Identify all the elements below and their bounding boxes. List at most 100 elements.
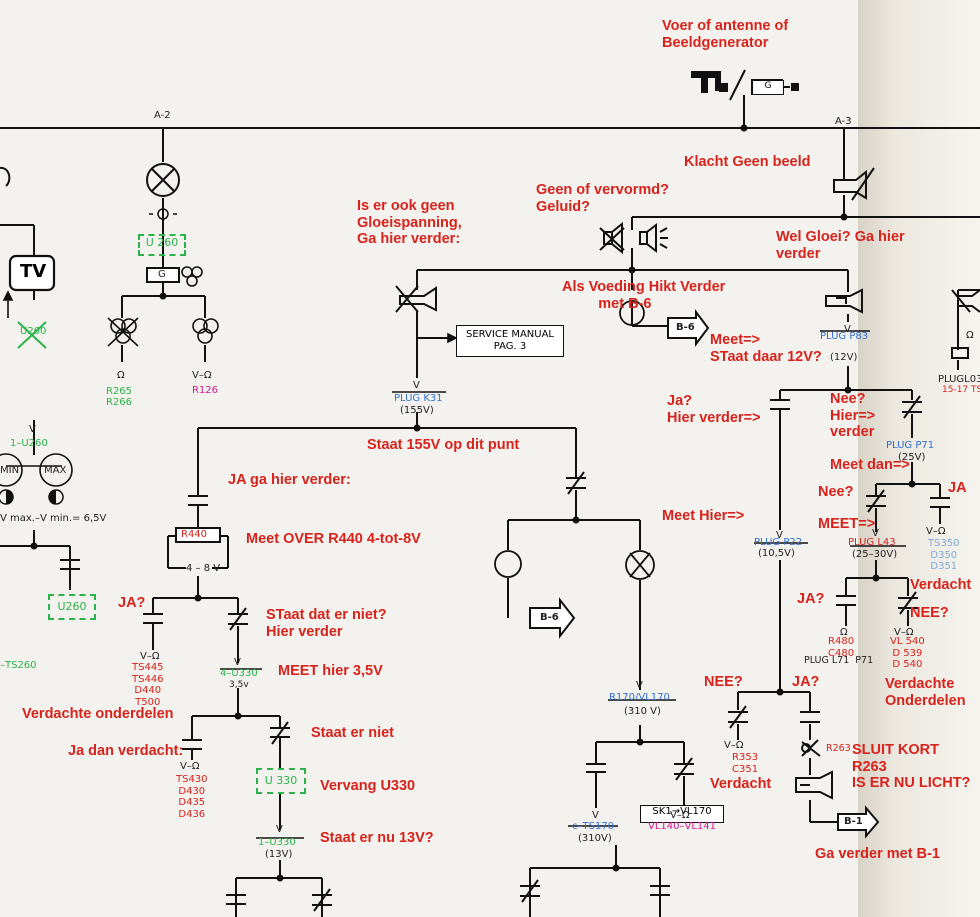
generator-box-label: G [764,81,772,91]
ja-ga-note: JA ga hier verder: [228,472,351,488]
v-u330b-label: V [276,824,283,835]
r480-group-label: R480 C480 [828,636,855,659]
voer-antenne-note: Voer of antenne of Beeldgenerator [662,18,789,51]
meet-dan-note: Meet dan=> [830,457,910,473]
ja-mid-note: JA? [792,674,820,690]
b6-arrow-label: B-6 [676,322,695,333]
r440-range-label: 4 – 8 V [186,563,221,574]
vl140-label: VL140–VL141 [648,821,716,832]
plug-k31-label: PLUG K31 [394,393,443,404]
plug-l03-sub-label: 15-17 TS [942,385,980,395]
sluit-kort-note: SLUIT KORT R263 IS ER NU LICHT? [852,742,971,792]
l43-voltage-label: (25–30V) [852,549,898,560]
vmax-vmin-label: V max.–V min.= 6,5V [0,513,107,524]
sk1-vl170-box: SK1→VL170 [640,805,724,823]
u260-label: U260 [20,326,47,337]
v-p22-label: V [776,530,783,541]
u330-box: U 330 [256,768,306,794]
klacht-note: Klacht Geen beeld [684,154,811,170]
meet-hier-note: Meet Hier=> [662,508,745,524]
ga-b1-note: Ga verder met B-1 [815,846,940,862]
u260-box2: U260 [48,594,96,620]
page-fold-shadow [858,0,980,917]
plug-l43-label: PLUG L43 [848,537,896,548]
vervang-u330-note: Vervang U330 [320,778,416,794]
r126-label: R126 [192,385,219,396]
p83-voltage-label: (12V) [830,352,858,363]
sk1-vl170-label: SK1→VL170 [652,806,712,817]
omega1-label: Ω [117,370,125,381]
colour-icon [107,266,219,347]
gloeispanning-note: Is er ook geen Gloeispanning, Ga hier ve… [357,198,462,248]
ja-q-left-note: JA? [118,595,146,611]
nee-mid-note: NEE? [704,674,743,690]
r353-group-label: R353 C351 [732,752,759,775]
ts430-group-label: TS430 D430 D435 D436 [176,774,208,820]
staat-13v-note: Staat er nu 13V? [320,830,434,846]
plug-p71-label: PLUG P71 [886,440,935,451]
r170-vl170-label: R170/VL170 [609,692,670,703]
plug-l71-label: PLUG L71 P71 [804,655,874,666]
plug-p22-label: PLUG P22 [754,537,803,548]
geen-geluid-note: Geen of vervormd? Geluid? [536,182,669,215]
meet-r440-note: Meet OVER R440 4-tot-8V [246,531,421,547]
verdachte-onderdelen-right-note: Verdachte Onderdelen [885,676,966,709]
nee-right-note: NEE? [910,605,949,621]
k31-voltage-label: (155V) [400,405,434,416]
service-manual-box: SERVICE MANUAL PAG. 3 [456,325,564,357]
v-omega3-label: V–Ω [180,761,200,772]
omega3-label: Ω [966,330,974,341]
ts170-voltage-label: (310V) [578,833,612,844]
ja-dan-verdacht-note: Ja dan verdacht: [68,743,184,759]
v-plugk31-label: V [413,380,420,391]
verdacht-mid-note: Verdacht [710,776,772,792]
one-u260-label: 1–U260 [10,438,48,449]
a3-label: A-3 [835,116,852,127]
voeding-note: Als Voeding Hikt Verder met B-6 [562,279,726,312]
verdachte-onderdelen-note: Verdachte onderdelen [22,706,174,722]
u260-box2-label: U260 [57,600,87,613]
ja-q-right-note: JA? [797,591,825,607]
antenna-generator-icon [691,69,799,108]
v-u330-label: V [234,657,241,668]
v-omega2-label: V–Ω [140,651,160,662]
verdacht-right-note: Verdacht [910,577,972,593]
p71-voltage-label: (25V) [898,452,926,463]
tv-label: TV [20,261,47,282]
v-omega6-label: V–Ω [894,627,914,638]
u260-box: U 260 [138,234,186,256]
c-ts170-label: c–TS170 [572,821,615,832]
staat-niet-note: STaat dat er niet? Hier verder [266,607,387,640]
service-manual-line2: PAG. 3 [493,341,527,352]
min-label: MIN [0,465,20,476]
wel-gloei-note: Wel Gloei? Ga hier verder [776,229,905,262]
ts350-group-label: TS350 D350 D351 [928,538,960,572]
omega2-label: Ω [840,627,848,638]
generator-box: G [752,80,784,95]
v-l43-label: V [872,528,879,539]
v-ts170-label: V [592,810,599,821]
u330-box-label: U 330 [264,774,298,787]
v-omega7-label: V–Ω [724,740,744,751]
heater-tube-icon [395,285,437,313]
ja-hier-note: Ja? Hier verder=> [667,393,761,426]
r440-label: R440 [181,529,208,540]
staat-155-note: Staat 155V op dit punt [367,437,520,453]
b6-arrow2-label: B-6 [540,612,559,623]
plug-l03-label: PLUGL03 [938,374,980,385]
v-omega5-label: V–Ω [926,526,946,537]
r170-voltage-label: (310 V) [624,706,661,717]
meet-12v-note: Meet=> STaat daar 12V? [710,332,822,365]
max-label: MAX [44,465,67,476]
v-p83-label: V [844,324,851,335]
v-omega1-label: V–Ω [192,370,212,381]
nee-hier-note: Nee? Hier=> verder [830,391,876,441]
u330-voltage-label: 3,5v [229,680,249,690]
ts260-label: –TS260 [0,660,37,671]
plug-p83-label: PLUG P83 [820,331,869,342]
u260-box-label: U 260 [145,236,179,249]
vl540-group-label: VL 540 D 539 D 540 [890,636,925,670]
ja-right-note: JA [948,480,967,496]
